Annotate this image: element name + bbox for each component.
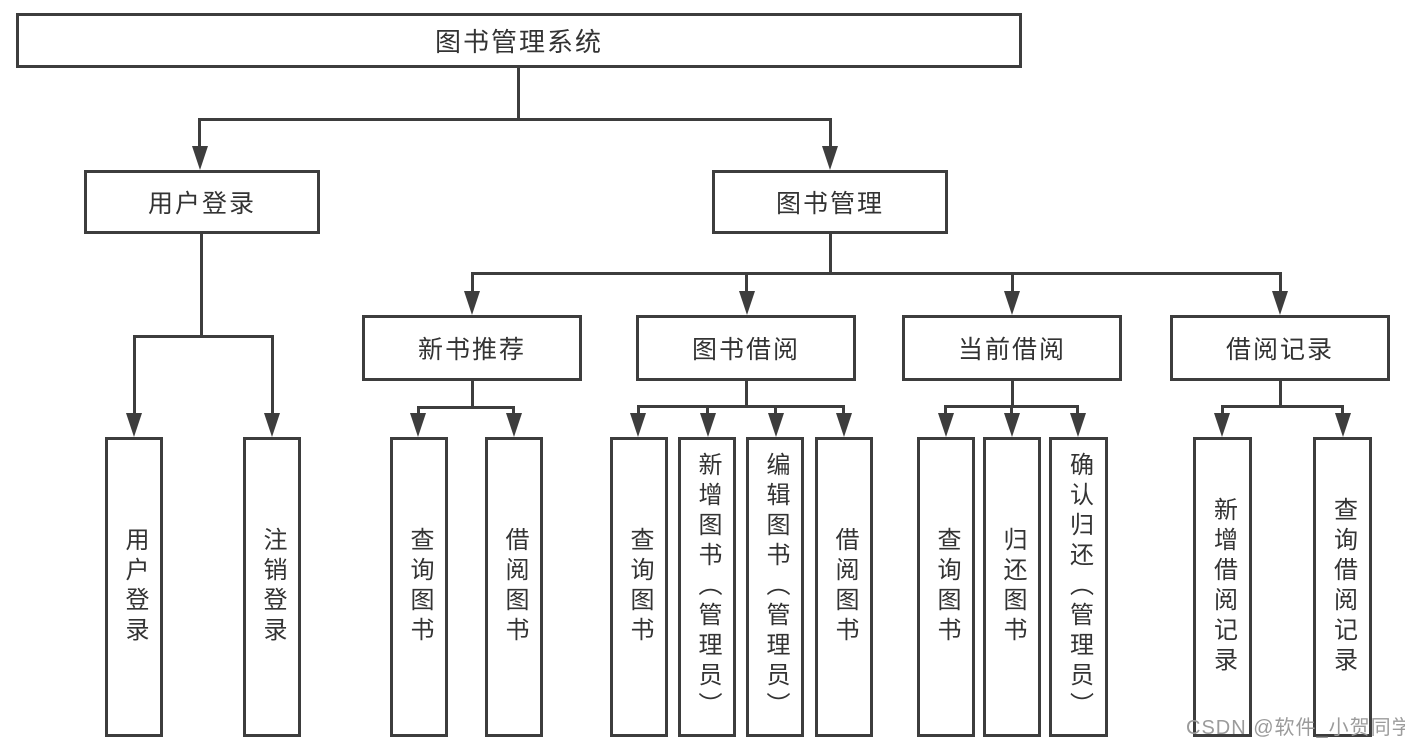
node-borrowing-records-label: 借阅记录 [1225, 336, 1334, 364]
leaf-logout-label: 注销登录 [259, 527, 286, 647]
connector-line [829, 234, 832, 275]
connector-line [512, 406, 515, 415]
arrowhead-down-icon [1214, 413, 1230, 437]
connector-line [517, 68, 520, 121]
leaf-add-borrow-record-label: 新增借阅记录 [1209, 497, 1237, 677]
arrowhead-down-icon [739, 291, 755, 315]
connector-line [1010, 405, 1013, 415]
leaf-borrow-books-label: 借阅图书 [831, 527, 858, 647]
node-library-system-label: 图书管理系统 [434, 27, 603, 57]
leaf-logout: 注销登录 [243, 437, 301, 737]
leaf-confirm-return-admin: 确认归还（管理员） [1049, 437, 1108, 737]
arrowhead-down-icon [506, 413, 522, 437]
node-user-login: 用户登录 [84, 170, 320, 234]
connector-line [637, 405, 640, 415]
leaf-borrow-books-label: 借阅图书 [501, 527, 528, 647]
leaf-borrow-books: 借阅图书 [815, 437, 873, 737]
arrowhead-down-icon [630, 413, 646, 437]
leaf-add-borrow-record: 新增借阅记录 [1193, 437, 1252, 737]
connector-line [706, 405, 709, 415]
arrowhead-down-icon [700, 413, 716, 437]
connector-line [1279, 381, 1282, 408]
connector-line [745, 381, 748, 408]
leaf-query-borrow-record-label: 查询借阅记录 [1329, 497, 1357, 677]
connector-line [1011, 272, 1014, 294]
arrowhead-down-icon [938, 413, 954, 437]
connector-line [133, 335, 274, 338]
arrowhead-down-icon [1004, 291, 1020, 315]
leaf-return-books: 归还图书 [983, 437, 1041, 737]
leaf-return-books-label: 归还图书 [999, 527, 1026, 647]
leaf-edit-book-admin: 编辑图书（管理员） [746, 437, 804, 737]
leaf-user-login: 用户登录 [105, 437, 163, 737]
arrowhead-down-icon [1070, 413, 1086, 437]
arrowhead-down-icon [1272, 291, 1288, 315]
leaf-query-books: 查询图书 [917, 437, 975, 737]
node-book-borrowing-label: 图书借阅 [691, 336, 800, 364]
leaf-query-books-label: 查询图书 [933, 527, 960, 647]
connector-line [1221, 405, 1224, 415]
leaf-user-login-label: 用户登录 [121, 527, 148, 647]
arrowhead-down-icon [464, 291, 480, 315]
connector-line [417, 406, 420, 415]
leaf-add-book-admin: 新增图书（管理员） [678, 437, 736, 737]
connector-line [133, 335, 136, 415]
connector-line [198, 118, 832, 121]
arrowhead-down-icon [836, 413, 852, 437]
arrowhead-down-icon [264, 413, 280, 437]
watermark: CSDN @软件_小贺同学 [1186, 717, 1405, 739]
arrowhead-down-icon [768, 413, 784, 437]
connector-line [1341, 405, 1344, 415]
connector-line [1279, 272, 1282, 294]
connector-line [774, 405, 777, 415]
node-current-borrowing-label: 当前借阅 [957, 336, 1066, 364]
arrowhead-down-icon [822, 146, 838, 170]
node-new-book-recommendation: 新书推荐 [362, 315, 582, 381]
arrowhead-down-icon [1335, 413, 1351, 437]
leaf-add-book-admin-label: 新增图书（管理员） [694, 452, 721, 722]
arrowhead-down-icon [410, 413, 426, 437]
leaf-edit-book-admin-label: 编辑图书（管理员） [762, 452, 789, 722]
node-user-login-label: 用户登录 [147, 190, 256, 218]
connector-line [200, 234, 203, 338]
connector-line [1221, 405, 1344, 408]
connector-line [745, 272, 748, 294]
arrowhead-down-icon [1004, 413, 1020, 437]
connector-line [637, 405, 845, 408]
leaf-query-books-label: 查询图书 [406, 527, 433, 647]
connector-line [842, 405, 845, 415]
node-borrowing-records: 借阅记录 [1170, 315, 1390, 381]
node-book-management: 图书管理 [712, 170, 948, 234]
connector-line [1011, 381, 1014, 408]
node-library-system: 图书管理系统 [16, 13, 1022, 68]
connector-line [471, 272, 474, 294]
leaf-query-books: 查询图书 [390, 437, 448, 737]
node-new-book-recommendation-label: 新书推荐 [417, 336, 526, 364]
node-book-borrowing: 图书借阅 [636, 315, 856, 381]
arrowhead-down-icon [192, 146, 208, 170]
leaf-borrow-books: 借阅图书 [485, 437, 543, 737]
leaf-query-borrow-record: 查询借阅记录 [1313, 437, 1372, 737]
connector-line [944, 405, 947, 415]
connector-line [198, 118, 201, 148]
node-book-management-label: 图书管理 [775, 190, 884, 218]
connector-line [417, 406, 515, 409]
connector-line [471, 272, 1282, 275]
node-current-borrowing: 当前借阅 [902, 315, 1122, 381]
connector-line [271, 335, 274, 415]
leaf-confirm-return-admin-label: 确认归还（管理员） [1065, 452, 1093, 722]
leaf-query-books-label: 查询图书 [626, 527, 653, 647]
leaf-query-books: 查询图书 [610, 437, 668, 737]
connector-line [1076, 405, 1079, 415]
connector-line [829, 118, 832, 148]
connector-line [471, 381, 474, 409]
arrowhead-down-icon [126, 413, 142, 437]
